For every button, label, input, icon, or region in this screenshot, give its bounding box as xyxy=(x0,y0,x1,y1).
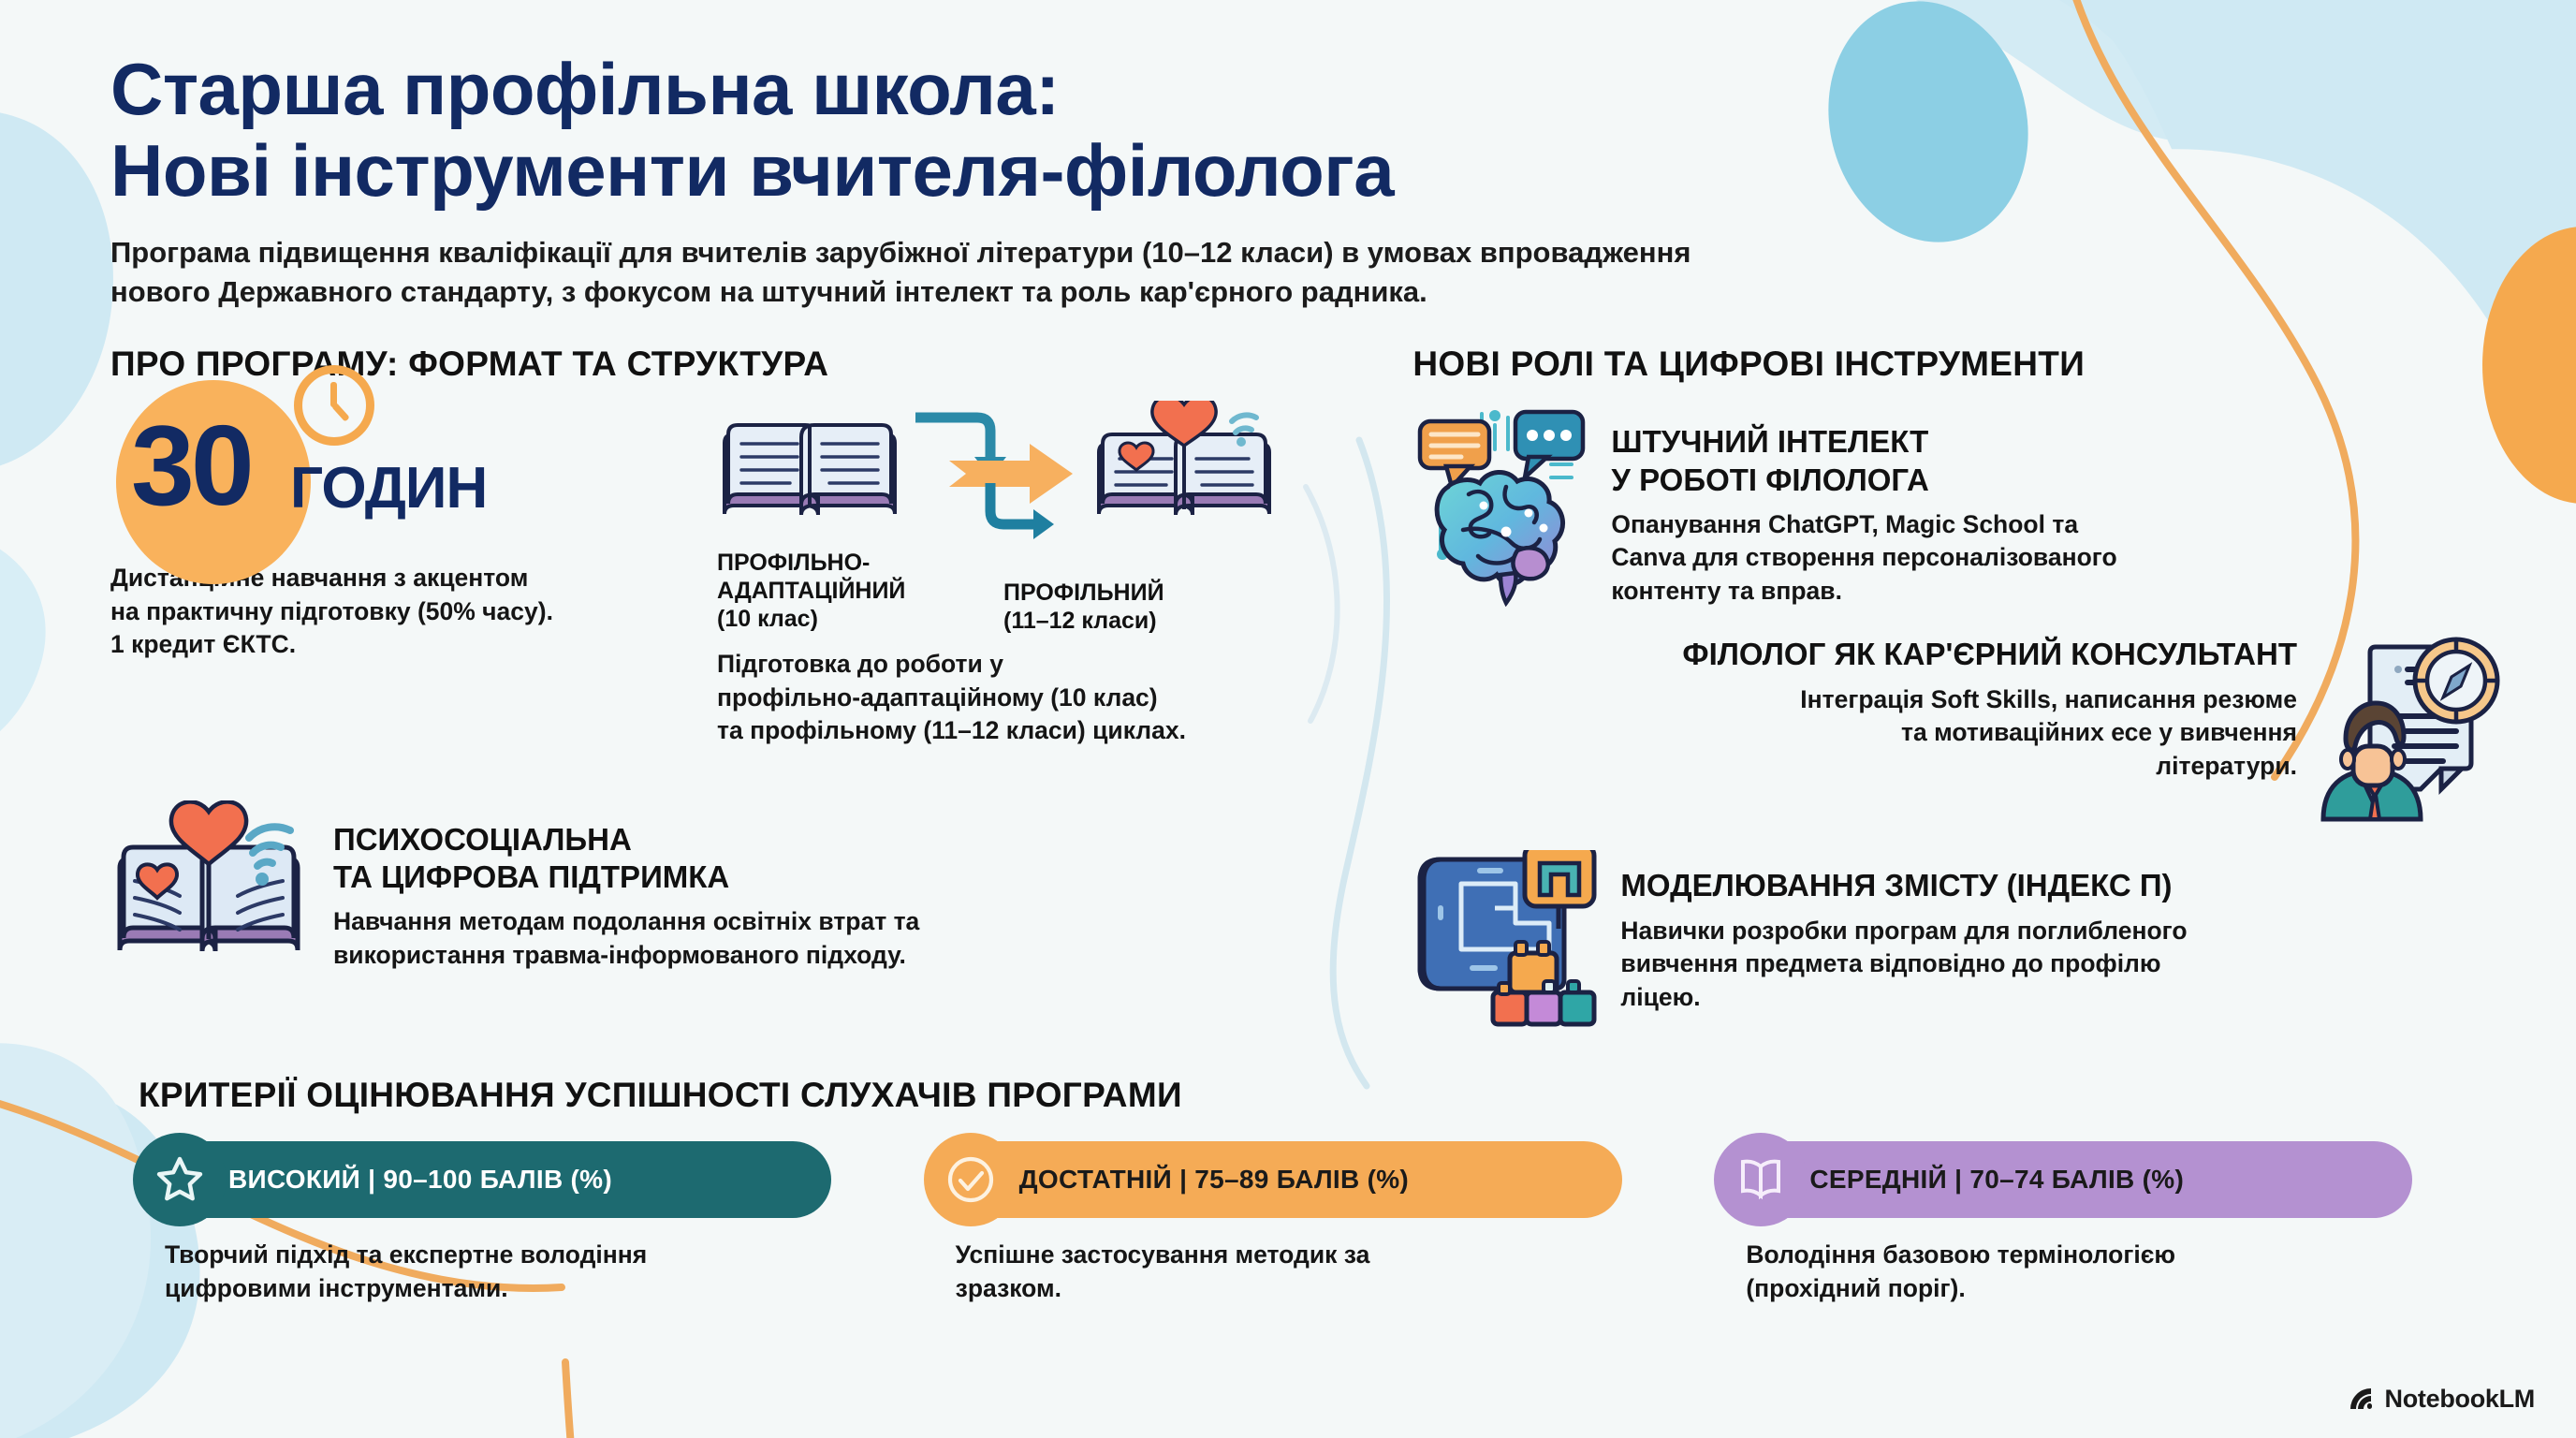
chat-bubble-teal xyxy=(1514,410,1586,484)
page-title: Старша профільна школа: Нові інструменти… xyxy=(110,48,1395,213)
criteria-description-average: Володіння базовою термінологією (прохідн… xyxy=(1746,1240,2175,1302)
psychosocial-support-block: ПСИХОСОЦІАЛЬНА ТА ЦИФРОВА ПІДТРИМКА Навч… xyxy=(110,799,1384,983)
hours-circle-shape xyxy=(116,380,311,585)
book-heart-wifi-icon xyxy=(110,799,316,983)
left-section-heading: ПРО ПРОГРАМУ: ФОРМАТ ТА СТРУКТУРА xyxy=(110,345,829,384)
cycle-flow-block: ПРОФІЛЬНО- АДАПТАЦІЙНИЙ (10 клас) ПРОФІЛ… xyxy=(710,394,1383,748)
cycle-flow-labels: ПРОФІЛЬНО- АДАПТАЦІЙНИЙ (10 клас) ПРОФІЛ… xyxy=(717,549,1383,635)
notebooklm-watermark: NotebookLM xyxy=(2348,1385,2535,1414)
criteria-row: ВИСОКИЙ | 90–100 БАЛІВ (%) Творчий підхі… xyxy=(133,1133,2510,1305)
cycle-flow-description: Підготовка до роботи у профільно-адаптац… xyxy=(717,650,1186,745)
ai-role-body: Опанування ChatGPT, Magic School та Canv… xyxy=(1611,509,2117,605)
open-book-icon xyxy=(1714,1133,1808,1227)
page-subtitle: Програма підвищення кваліфікації для вчи… xyxy=(110,235,1691,309)
right-column: НОВІ РОЛІ ТА ЦИФРОВІ ІНСТРУМЕНТИ xyxy=(1412,345,2510,1033)
cycle-stage-1-label: ПРОФІЛЬНО- АДАПТАЦІЙНИЙ (10 клас) xyxy=(717,550,906,633)
open-book-icon-right xyxy=(1097,394,1271,516)
hours-unit-label: ГОДИН xyxy=(290,456,488,521)
left-column: ПРО ПРОГРАМУ: ФОРМАТ ТА СТРУКТУРА 30 ГОД… xyxy=(110,345,1412,1033)
career-advisor-icon xyxy=(2314,636,2510,828)
open-book-icon-left xyxy=(723,423,897,516)
ai-role-title: ШТУЧНИЙ ІНТЕЛЕКТ У РОБОТІ ФІЛОЛОГА xyxy=(1611,424,1929,497)
hours-number: 30 xyxy=(131,402,255,530)
clock-icon xyxy=(294,365,374,447)
psychosocial-support-title: ПСИХОСОЦІАЛЬНА ТА ЦИФРОВА ПІДТРИМКА xyxy=(333,821,730,894)
content-modeling-block: МОДЕЛЮВАННЯ ЗМІСТУ (ІНДЕКС П) Навички ро… xyxy=(1412,842,2510,1033)
criteria-item-sufficient: ДОСТАТНІЙ | 75–89 БАЛІВ (%) Успішне заст… xyxy=(923,1133,1720,1305)
hours-block: 30 ГОДИН Дистанційне навчання з акцентом… xyxy=(110,365,710,662)
criteria-heading: КРИТЕРІЇ ОЦІНЮВАННЯ УСПІШНОСТІ СЛУХАЧІВ … xyxy=(139,1076,1182,1115)
check-circle-icon xyxy=(923,1133,1017,1227)
criteria-item-high: ВИСОКИЙ | 90–100 БАЛІВ (%) Творчий підхі… xyxy=(133,1133,929,1305)
criteria-pill-average[interactable]: СЕРЕДНІЙ | 70–74 БАЛІВ (%) xyxy=(1714,1133,2413,1227)
criteria-description-sufficient: Успішне застосування методик за зразком. xyxy=(955,1240,1370,1302)
cycle-flow-graphic xyxy=(717,394,1383,549)
criteria-item-average: СЕРЕДНІЙ | 70–74 БАЛІВ (%) Володіння баз… xyxy=(1714,1133,2510,1305)
criteria-section: КРИТЕРІЇ ОЦІНЮВАННЯ УСПІШНОСТІ СЛУХАЧІВ … xyxy=(110,1076,2510,1305)
psychosocial-support-body: Навчання методам подолання освітніх втра… xyxy=(333,907,920,969)
career-consultant-body: Інтеграція Soft Skills, написання резюме… xyxy=(1800,684,2297,780)
criteria-pill-high[interactable]: ВИСОКИЙ | 90–100 БАЛІВ (%) xyxy=(133,1133,831,1227)
career-consultant-title: ФІЛОЛОГ ЯК КАР'ЄРНИЙ КОНСУЛЬТАНТ xyxy=(1682,637,2297,672)
program-format-row: 30 ГОДИН Дистанційне навчання з акцентом… xyxy=(110,365,1384,748)
content-modeling-title: МОДЕЛЮВАННЯ ЗМІСТУ (ІНДЕКС П) xyxy=(1620,868,2173,903)
ai-role-text: ШТУЧНИЙ ІНТЕЛЕКТ У РОБОТІ ФІЛОЛОГА Опану… xyxy=(1590,401,2510,608)
notebooklm-label: NotebookLM xyxy=(2384,1385,2536,1413)
psychosocial-support-text: ПСИХОСОЦІАЛЬНА ТА ЦИФРОВА ПІДТРИМКА Навч… xyxy=(316,800,919,973)
cycle-stage-2-label: ПРОФІЛЬНИЙ (11–12 класи) xyxy=(1003,580,1164,635)
criteria-label-sufficient: ДОСТАТНІЙ | 75–89 БАЛІВ (%) xyxy=(1018,1165,1410,1195)
ai-role-block: ШТУЧНИЙ ІНТЕЛЕКТ У РОБОТІ ФІЛОЛОГА Опану… xyxy=(1412,401,2510,611)
content-modeling-text: МОДЕЛЮВАННЯ ЗМІСТУ (ІНДЕКС П) Навички ро… xyxy=(1600,850,2510,1014)
blueprint-blocks-icon xyxy=(1412,842,1600,1033)
content-modeling-body: Навички розробки програм для поглибленог… xyxy=(1620,916,2188,1011)
career-consultant-block: ФІЛОЛОГ ЯК КАР'ЄРНИЙ КОНСУЛЬТАНТ Інтегра… xyxy=(1412,636,2510,828)
hours-graphic: 30 ГОДИН xyxy=(110,365,710,585)
chat-bubble-orange xyxy=(1418,419,1492,492)
criteria-label-high: ВИСОКИЙ | 90–100 БАЛІВ (%) xyxy=(228,1165,612,1195)
notebooklm-spiral-icon xyxy=(2349,1387,2372,1409)
criteria-description-high: Творчий підхід та експертне володіння ци… xyxy=(165,1240,648,1302)
criteria-pill-sufficient[interactable]: ДОСТАТНІЙ | 75–89 БАЛІВ (%) xyxy=(923,1133,1622,1227)
brain-ai-icon xyxy=(1412,401,1590,611)
career-consultant-text: ФІЛОЛОГ ЯК КАР'ЄРНИЙ КОНСУЛЬТАНТ Інтегра… xyxy=(1412,636,2314,783)
criteria-label-average: СЕРЕДНІЙ | 70–74 БАЛІВ (%) xyxy=(1809,1165,2185,1195)
star-icon xyxy=(133,1133,227,1227)
content-columns: ПРО ПРОГРАМУ: ФОРМАТ ТА СТРУКТУРА 30 ГОД… xyxy=(110,345,2510,1033)
right-section-heading: НОВІ РОЛІ ТА ЦИФРОВІ ІНСТРУМЕНТИ xyxy=(1412,345,2086,384)
